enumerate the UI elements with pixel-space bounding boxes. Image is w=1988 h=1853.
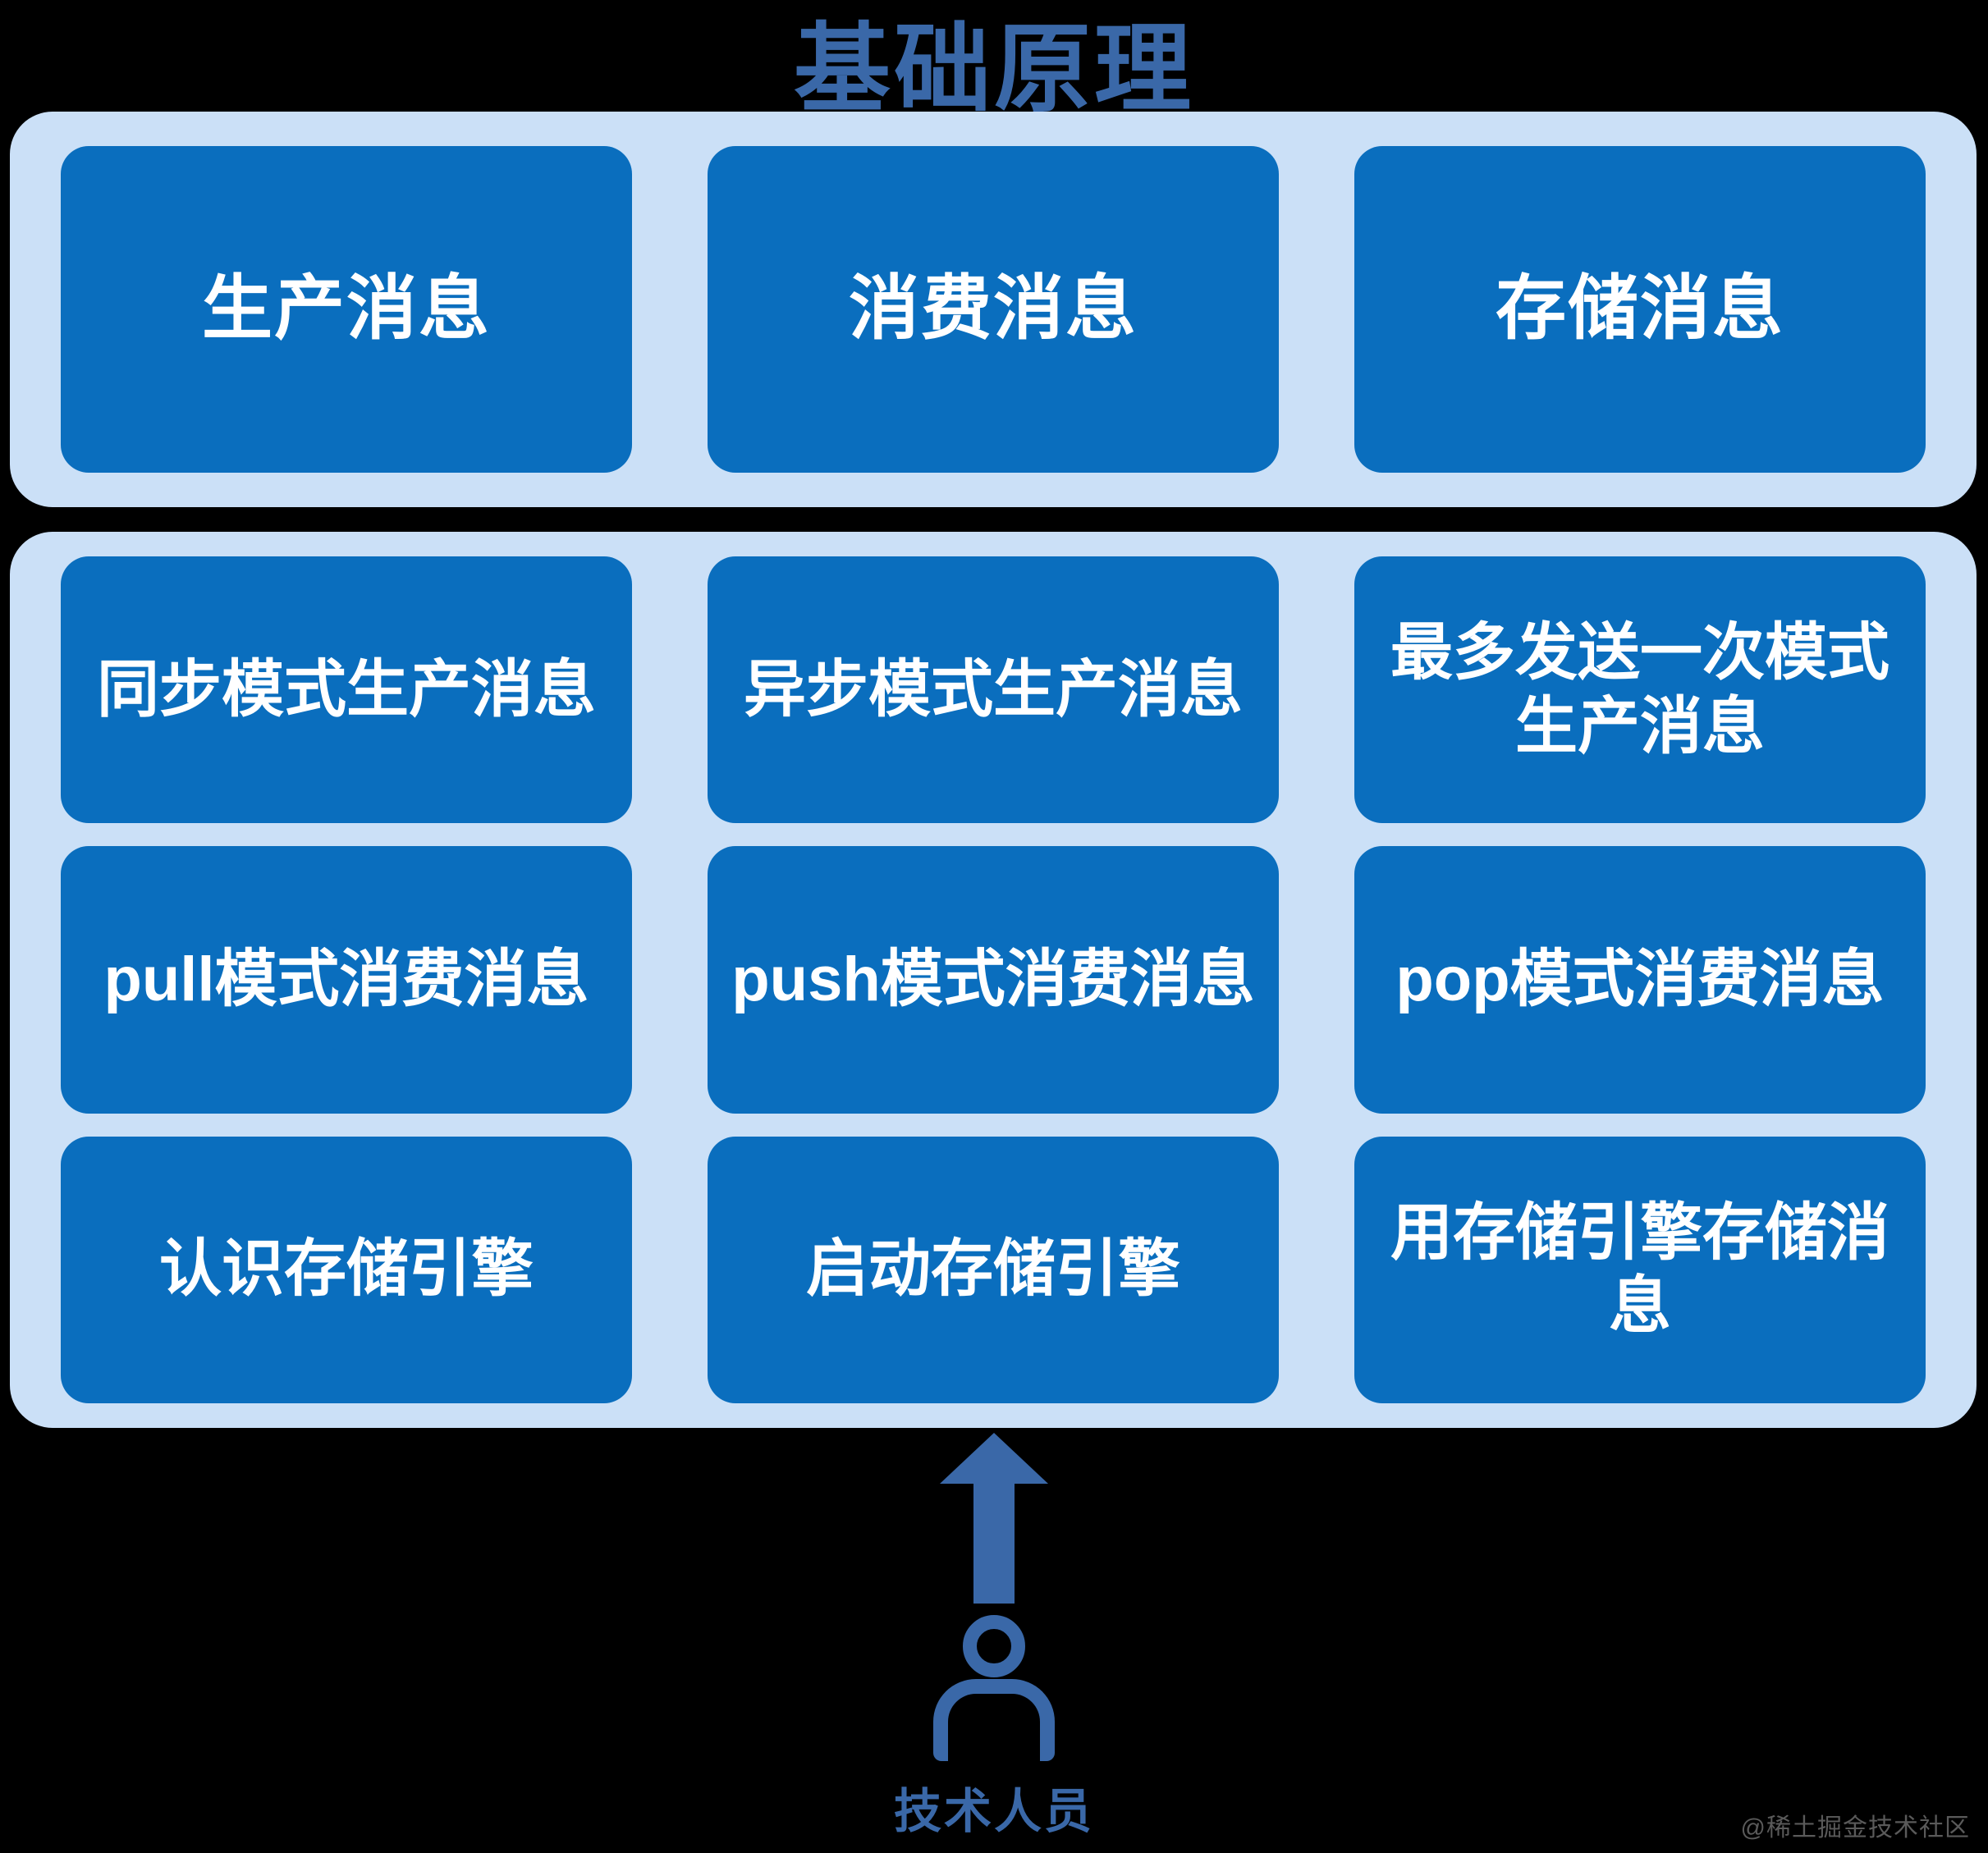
actor-label: 技术人员 xyxy=(893,1785,1094,1838)
detail-card-use-storage-engine[interactable]: 用存储引擎存储消息 xyxy=(1354,1136,1926,1403)
detail-card-use-storage-engine-label: 用存储引擎存储消息 xyxy=(1390,1197,1890,1342)
top-card-store-label: 存储消息 xyxy=(1496,269,1784,349)
detail-card-push-consume[interactable]: push模式消费消息 xyxy=(708,846,1279,1114)
detail-card-pull-consume[interactable]: pull模式消费消息 xyxy=(61,846,632,1114)
detail-card-know-storage-engine[interactable]: 认识存储引擎 xyxy=(61,1136,632,1403)
detail-card-start-storage-engine-label: 启动存储引擎 xyxy=(806,1234,1180,1305)
top-card-produce-label: 生产消息 xyxy=(202,269,491,349)
detail-card-pop-consume-label: pop模式消费消息 xyxy=(1395,945,1885,1015)
detail-card-know-storage-engine-label: 认识存储引擎 xyxy=(159,1234,534,1305)
bottom-card-grid: 同步模式生产消息 异步模式生产消息 最多发送一次模式生产消息 pull模式消费消… xyxy=(61,556,1926,1403)
actor-group: 技术人员 xyxy=(854,1433,1134,1843)
person-body-shape xyxy=(933,1679,1055,1761)
arrow-up-icon xyxy=(940,1433,1048,1604)
detail-card-atmostonce-produce-label: 最多发送一次模式生产消息 xyxy=(1390,617,1890,762)
bottom-detail-panel: 同步模式生产消息 异步模式生产消息 最多发送一次模式生产消息 pull模式消费消… xyxy=(10,532,1977,1428)
top-capability-panel: 生产消息 消费消息 存储消息 xyxy=(10,112,1977,507)
arrow-shaft-shape xyxy=(973,1480,1015,1604)
detail-card-push-consume-label: push模式消费消息 xyxy=(731,945,1255,1015)
top-card-store[interactable]: 存储消息 xyxy=(1354,146,1926,473)
top-card-produce[interactable]: 生产消息 xyxy=(61,146,632,473)
person-icon xyxy=(932,1615,1056,1761)
detail-card-atmostonce-produce[interactable]: 最多发送一次模式生产消息 xyxy=(1354,556,1926,824)
person-head-shape xyxy=(963,1615,1025,1677)
top-card-consume-label: 消费消息 xyxy=(849,269,1138,349)
arrow-head-shape xyxy=(940,1433,1048,1484)
page-title: 基础原理 xyxy=(793,16,1194,124)
detail-card-pop-consume[interactable]: pop模式消费消息 xyxy=(1354,846,1926,1114)
detail-card-start-storage-engine[interactable]: 启动存储引擎 xyxy=(708,1136,1279,1403)
detail-card-sync-produce-label: 同步模式生产消息 xyxy=(97,654,596,725)
detail-card-sync-produce[interactable]: 同步模式生产消息 xyxy=(61,556,632,824)
detail-card-async-produce[interactable]: 异步模式生产消息 xyxy=(708,556,1279,824)
detail-card-async-produce-label: 异步模式生产消息 xyxy=(744,654,1243,725)
detail-card-pull-consume-label: pull模式消费消息 xyxy=(103,945,589,1015)
top-card-consume[interactable]: 消费消息 xyxy=(708,146,1279,473)
watermark: @稀土掘金技术社区 xyxy=(1740,1814,1970,1842)
top-card-grid: 生产消息 消费消息 存储消息 xyxy=(61,146,1926,473)
